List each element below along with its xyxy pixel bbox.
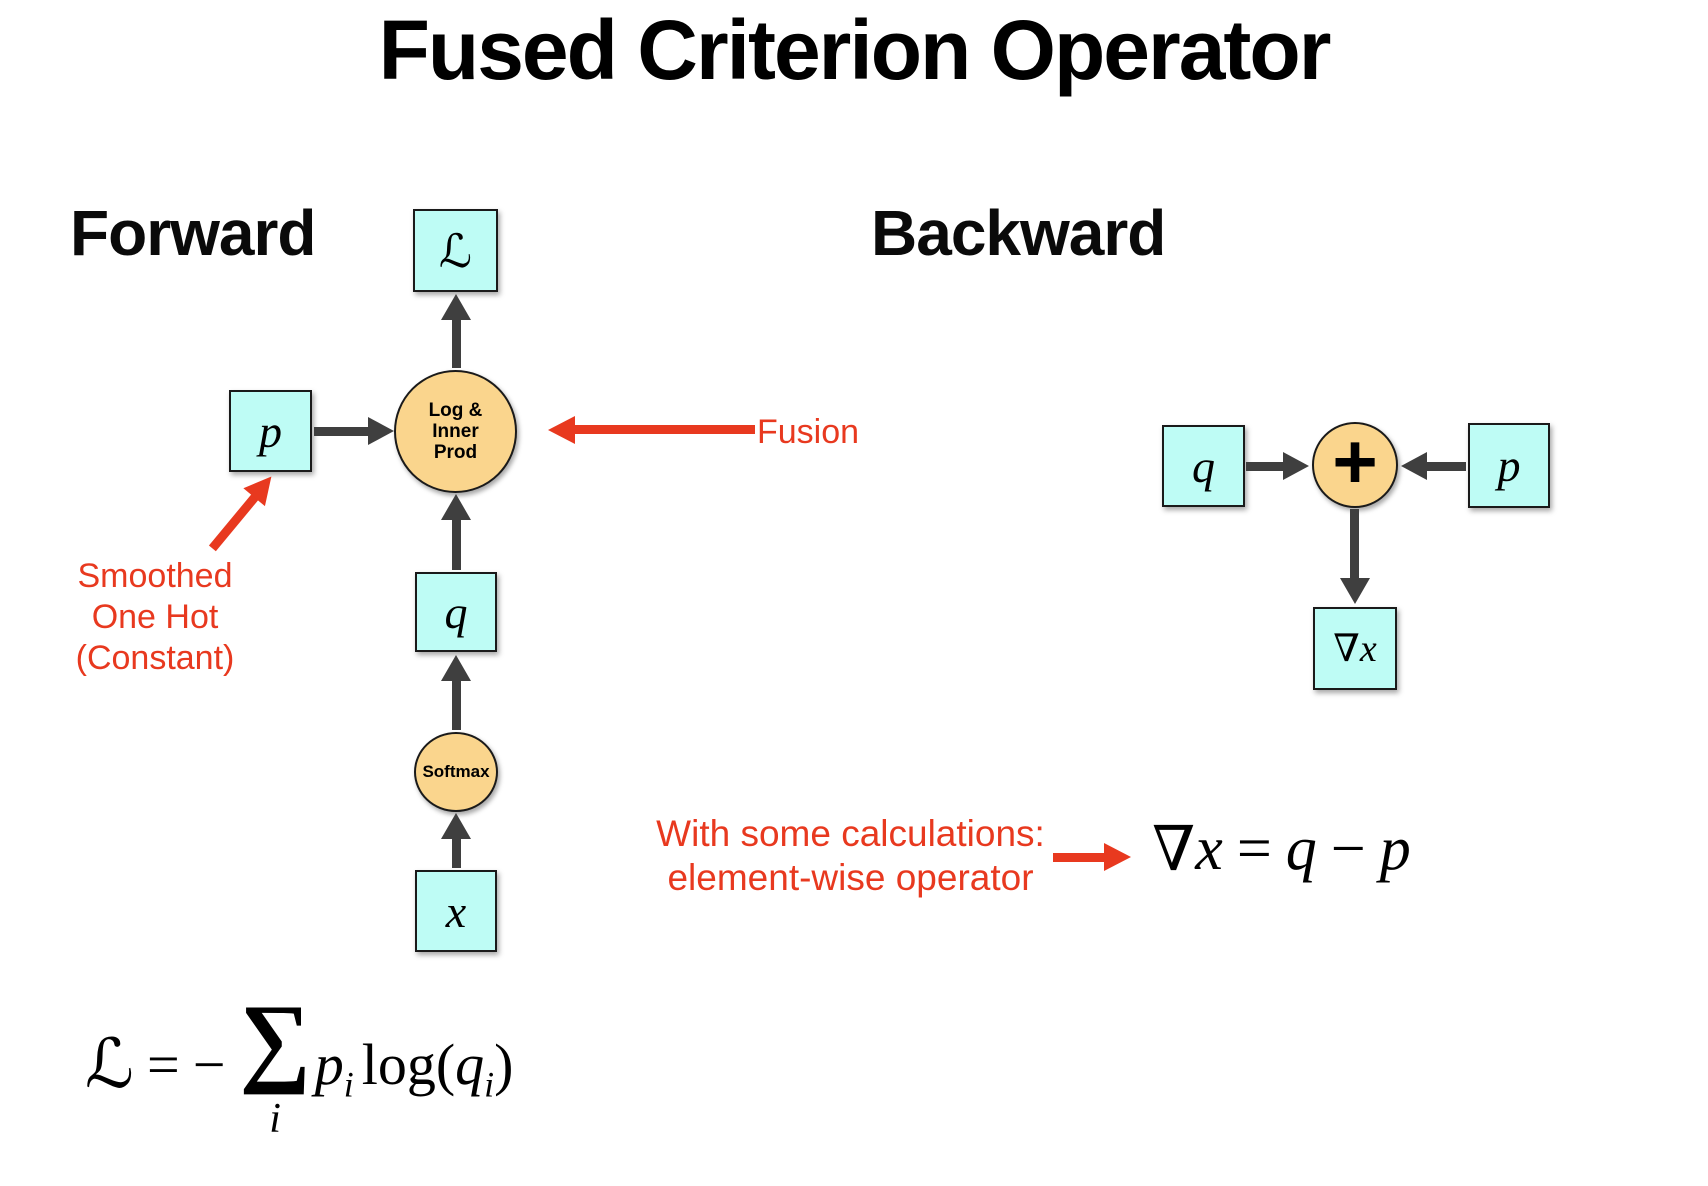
forward-p-node: p <box>229 390 312 472</box>
arrow-head <box>441 655 471 681</box>
arrow-head <box>548 416 575 444</box>
smoothed-line-3: (Constant) <box>75 639 235 677</box>
arrow-shaft <box>452 679 461 730</box>
forward-q-label: q <box>444 586 468 638</box>
arrow-smoothed-to-p <box>208 467 283 552</box>
q-var: q <box>455 1031 485 1097</box>
forward-x-label: x <box>445 885 467 937</box>
backward-add-op-node: + <box>1312 422 1398 508</box>
arrow-shaft <box>314 427 370 436</box>
grad-formula-x: x <box>1195 814 1223 883</box>
arrow-shaft <box>1350 509 1359 580</box>
fusion-annotation: Fusion <box>757 413 860 451</box>
p-var: p <box>314 1031 344 1097</box>
forward-p-label: p <box>259 405 282 457</box>
backward-section-heading: Backward <box>871 197 1166 269</box>
calculations-annotation: With some calculations: element-wise ope… <box>598 812 1103 900</box>
arrow-shaft <box>1426 462 1466 471</box>
smoothed-line-2: One Hot <box>91 598 219 636</box>
nabla-symbol: ∇ <box>1152 816 1196 884</box>
backward-p-node: p <box>1468 423 1550 508</box>
forward-section-heading: Forward <box>70 197 316 269</box>
p-subscript: i <box>343 1064 354 1105</box>
calc-line-2: element-wise operator <box>667 857 1034 898</box>
add-op-label: + <box>1332 417 1378 505</box>
fused-op-label: Log & Inner Prod <box>429 400 483 463</box>
softmax-label: Softmax <box>422 762 490 781</box>
arrow-head <box>1340 578 1370 604</box>
forward-fused-op-node: Log & Inner Prod <box>394 370 517 493</box>
backward-grad-node: ∇x <box>1313 607 1397 690</box>
forward-q-node: q <box>415 572 497 652</box>
minus-sign: − <box>1330 814 1366 883</box>
forward-loss-label: ℒ <box>438 223 473 278</box>
fused-op-line-2: Inner <box>432 421 479 442</box>
calc-line-1: With some calculations: <box>656 813 1045 854</box>
summation-group: ∑ i <box>239 984 311 1142</box>
backward-q-label: q <box>1192 440 1215 492</box>
arrow-shaft <box>1246 462 1285 471</box>
close-paren: ) <box>494 1031 514 1097</box>
arrow-head <box>441 494 471 520</box>
log-function: log( <box>361 1031 456 1097</box>
arrow-shaft <box>452 518 461 570</box>
equals-sign: = <box>1236 814 1272 883</box>
loss-script-l: ℒ <box>85 1024 134 1104</box>
arrow-head <box>1401 452 1427 480</box>
arrow-head <box>441 294 471 320</box>
grad-x-glyph: x <box>1359 628 1377 670</box>
arrow-head <box>441 813 471 839</box>
q-subscript: i <box>484 1064 495 1105</box>
arrow-shaft <box>208 493 260 552</box>
loss-formula: ℒ = − ∑ i pi log(qi) <box>85 984 514 1142</box>
arrow-head <box>368 417 394 445</box>
backward-p-label: p <box>1497 440 1521 491</box>
fused-op-line-1: Log & <box>428 400 483 421</box>
minus-sign: − <box>192 1031 226 1097</box>
forward-softmax-node: Softmax <box>414 732 498 812</box>
arrow-shaft <box>452 837 461 868</box>
smoothed-line-1: Smoothed <box>77 557 233 595</box>
loss-p-term: pi <box>314 1031 354 1103</box>
forward-x-node: x <box>415 870 497 952</box>
arrow-head <box>1283 452 1309 480</box>
gradient-formula: ∇x = q − p <box>1152 812 1411 886</box>
arrow-shaft <box>1053 853 1106 862</box>
fused-op-line-3: Prod <box>433 442 478 463</box>
arrow-head <box>1104 843 1131 871</box>
smoothed-one-hot-annotation: Smoothed One Hot (Constant) <box>35 556 275 679</box>
grad-formula-q: q <box>1285 814 1317 883</box>
sum-index: i <box>269 1096 281 1142</box>
arrow-shaft <box>573 425 755 434</box>
backward-grad-label: ∇x <box>1333 626 1376 671</box>
loss-q-term: qi <box>455 1031 494 1103</box>
arrow-shaft <box>452 318 461 368</box>
sum-symbol: ∑ <box>239 984 311 1095</box>
equals-sign: = <box>146 1031 180 1097</box>
page-title: Fused Criterion Operator <box>378 3 1332 97</box>
backward-q-node: q <box>1162 425 1245 507</box>
forward-loss-node: ℒ <box>413 209 498 292</box>
grad-formula-p: p <box>1379 814 1411 883</box>
nabla-glyph: ∇ <box>1333 628 1360 670</box>
